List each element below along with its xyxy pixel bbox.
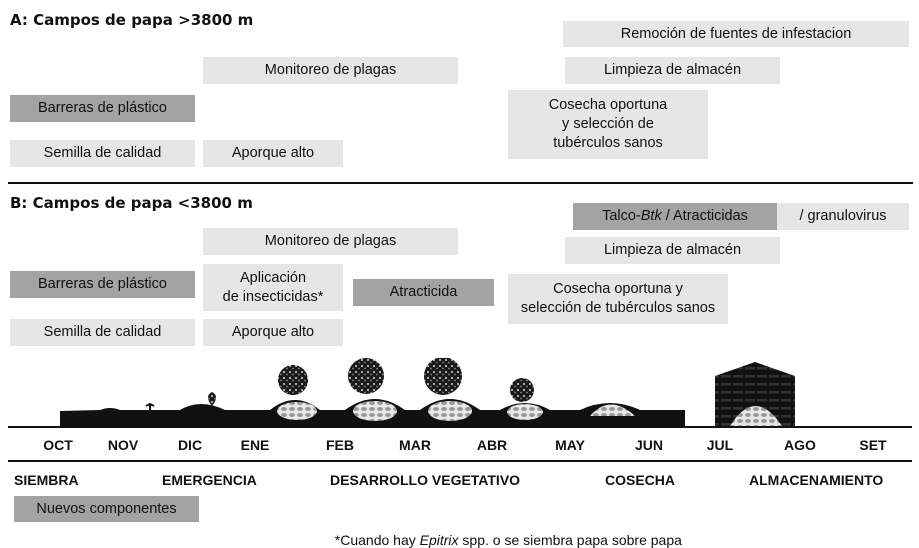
- cosecha-box-a: Cosecha oportuna y selección de tubércul…: [508, 90, 708, 159]
- stage-almacenamiento: ALMACENAMIENTO: [749, 472, 884, 488]
- aporque-box-b: Aporque alto: [203, 319, 343, 346]
- month-label: MAY: [555, 437, 585, 453]
- stage-emergencia: EMERGENCIA: [162, 472, 257, 488]
- granulovirus-box: / granulovirus: [777, 203, 909, 230]
- remocion-box: Remoción de fuentes de infestacion: [563, 21, 909, 47]
- month-label: JUL: [706, 437, 734, 453]
- aporque-box-a: Aporque alto: [203, 140, 343, 167]
- month-label: ABR: [476, 437, 508, 453]
- month-label: MAR: [399, 437, 431, 453]
- month-label: SET: [859, 437, 887, 453]
- tuber-mound: [353, 401, 397, 421]
- aplicacion-box: Aplicación de insecticidas*: [203, 264, 343, 311]
- young-plant-icon: [208, 392, 216, 406]
- footnote-post: spp. o se siembra papa sobre papa: [458, 532, 682, 548]
- month-label: OCT: [43, 437, 73, 453]
- crop-cycle-illustration: [60, 358, 795, 426]
- seedling-icon: [145, 402, 155, 410]
- cosecha-b-line2: selección de tubérculos sanos: [520, 300, 716, 316]
- tuber-mound: [428, 401, 472, 421]
- tuber-mound: [277, 402, 317, 420]
- barreras-box-b: Barreras de plástico: [10, 271, 195, 298]
- plant-foliage-icon: [510, 378, 534, 402]
- aplicacion-line1: Aplicación: [239, 269, 307, 286]
- monitoreo-box-b: Monitoreo de plagas: [203, 228, 458, 255]
- section-b-title: B: Campos de papa <3800 m: [10, 194, 253, 212]
- section-a-title: A: Campos de papa >3800 m: [10, 11, 254, 29]
- footnote-epitrix: Epitrix: [419, 532, 459, 548]
- stage-cosecha: COSECHA: [605, 472, 676, 488]
- limpieza-box-a: Limpieza de almacén: [565, 57, 780, 84]
- month-label: NOV: [107, 437, 139, 453]
- legend-new-components: Nuevos componentes: [14, 496, 199, 522]
- cosecha-a-line1: Cosecha oportuna: [548, 97, 668, 113]
- atracticida-box: Atracticida: [353, 279, 494, 306]
- plant-foliage-icon: [278, 365, 308, 395]
- month-label: AGO: [784, 437, 816, 453]
- cosecha-a-line3: tubérculos sanos: [553, 135, 663, 151]
- plant-foliage-icon: [424, 358, 462, 395]
- aplicacion-line2: de insecticidas*: [222, 288, 324, 305]
- stage-desarrollo: DESARROLLO VEGETATIVO: [330, 472, 521, 488]
- month-timeline: [8, 426, 912, 462]
- month-label: DIC: [177, 437, 203, 453]
- monitoreo-box-a: Monitoreo de plagas: [203, 57, 458, 84]
- cosecha-b-line1: Cosecha oportuna y: [553, 281, 683, 297]
- barreras-box-a: Barreras de plástico: [10, 95, 195, 122]
- talco-btk: Btk: [640, 208, 662, 224]
- tuber-mound: [507, 404, 543, 420]
- plant-foliage-icon: [348, 358, 384, 394]
- month-label: ENE: [240, 437, 270, 453]
- stored-tubers: [730, 406, 782, 426]
- harvest-pile: [590, 404, 635, 416]
- footnote-pre: *Cuando hay: [334, 532, 420, 548]
- storage-building-icon: [715, 362, 795, 426]
- talco-post: / Atracticidas: [661, 208, 748, 224]
- month-label: JUN: [634, 437, 664, 453]
- semilla-box-b: Semilla de calidad: [10, 319, 195, 346]
- month-label: FEB: [326, 437, 354, 453]
- limpieza-box-b: Limpieza de almacén: [565, 237, 780, 264]
- cosecha-a-line2: y selección de: [562, 116, 654, 132]
- cosecha-box-b: Cosecha oportuna y selección de tubércul…: [508, 274, 728, 324]
- talco-box: Talco-Btk / Atracticidas: [573, 203, 777, 230]
- semilla-box-a: Semilla de calidad: [10, 140, 195, 167]
- talco-pre: Talco-: [602, 208, 641, 224]
- footnote: *Cuando hay Epitrix spp. o se siembra pa…: [327, 516, 682, 548]
- stage-siembra: SIEMBRA: [14, 472, 79, 488]
- section-divider: [8, 182, 913, 184]
